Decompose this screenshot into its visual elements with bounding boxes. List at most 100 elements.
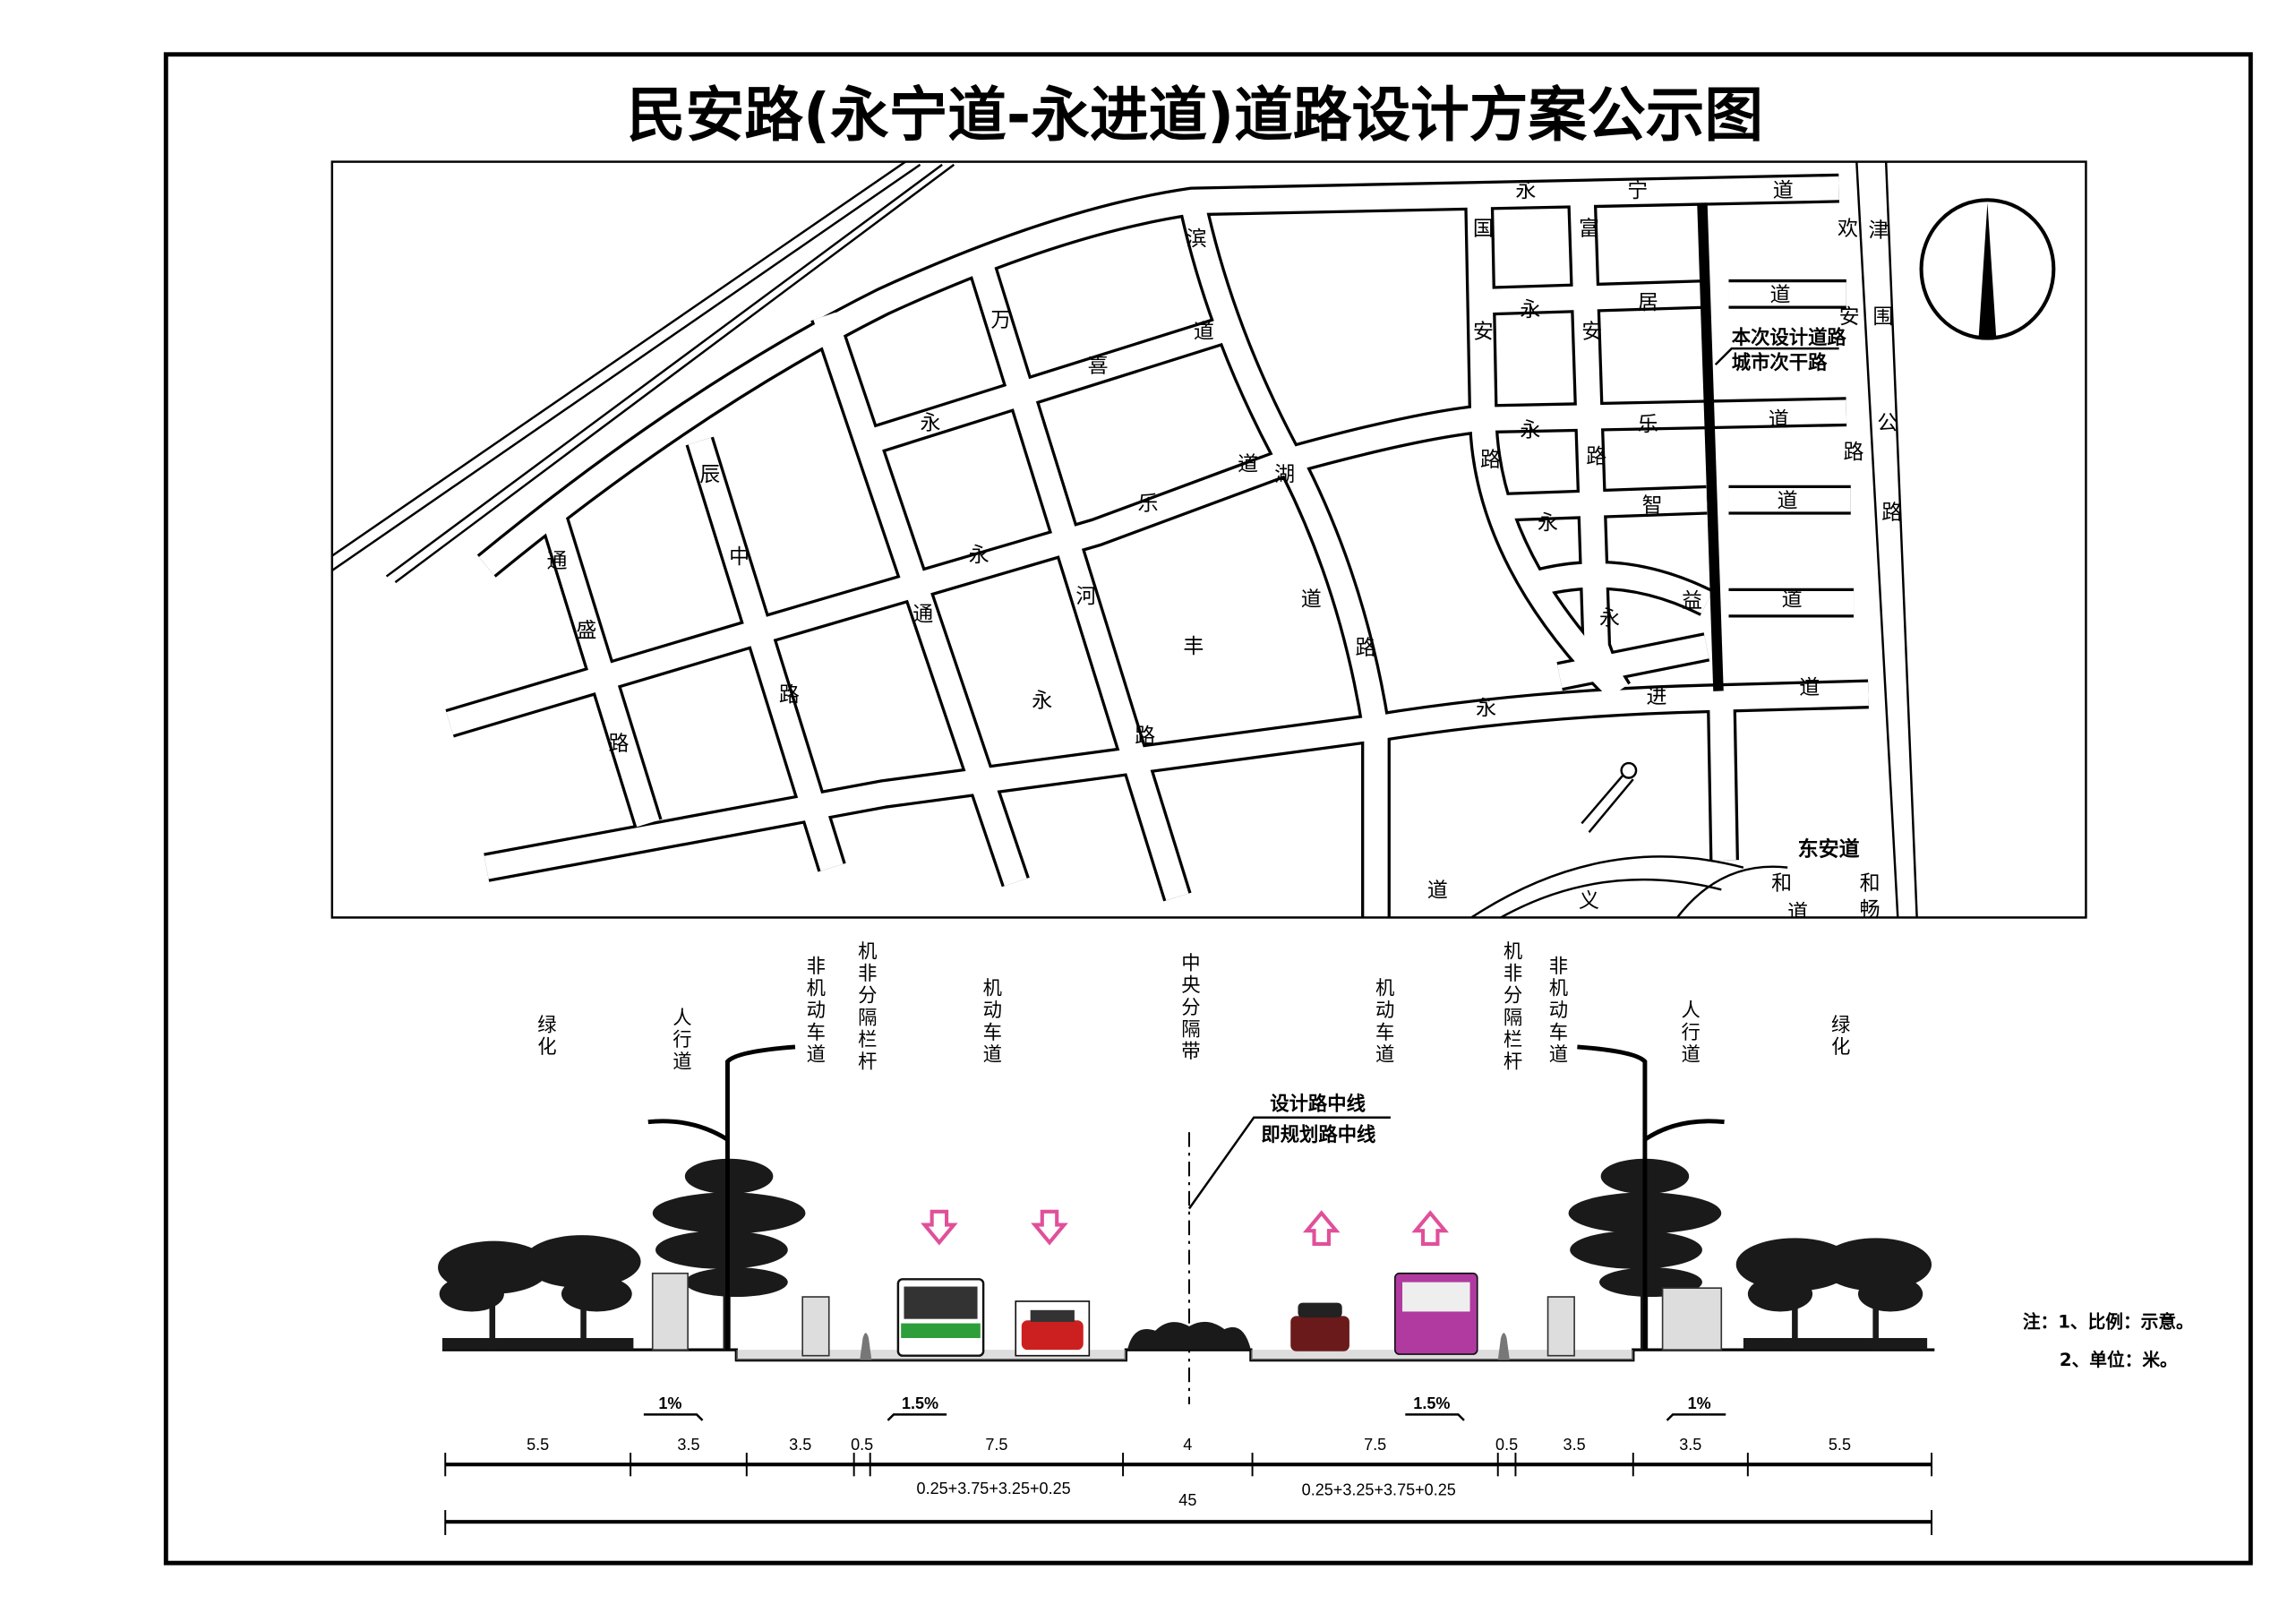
map-road-label: 义 (1579, 889, 1599, 913)
map-road-label: 永 (969, 544, 990, 567)
map-road-label: 通 (547, 550, 568, 573)
map-road-label: 丰 (1183, 635, 1204, 658)
map-road-label: 乐 (1138, 493, 1159, 516)
map-road-label: 津 (1868, 219, 1889, 242)
road (541, 510, 660, 828)
zone-label: 中央分隔带 (1178, 953, 1200, 1063)
cyclist-icon (1546, 1296, 1575, 1357)
map-road-label: 围 (1872, 305, 1893, 329)
map-road-label: 路 (1480, 448, 1501, 471)
map-road-label: 永 (1515, 179, 1536, 202)
zone-label: 机非分隔栏杆 (854, 940, 877, 1073)
slope-arrow-icon (643, 1413, 704, 1421)
road (857, 319, 1226, 456)
cross-slope-label: 1% (658, 1394, 681, 1412)
slope-arrow-icon (1666, 1413, 1726, 1421)
zone-label: 非机动车道 (1546, 956, 1568, 1066)
street-light-left (647, 1044, 796, 1351)
car-left (1015, 1300, 1091, 1357)
map-road-label: 盛 (576, 619, 596, 642)
map-road-label: 路 (1135, 725, 1155, 748)
callout-leader (1714, 347, 1839, 366)
map-road-label: 通 (912, 603, 933, 626)
map-road-label: 安 (1839, 305, 1860, 329)
slope-arrow-icon (887, 1413, 947, 1421)
map-road-label: 道 (1238, 452, 1258, 476)
pedestrian-icon (651, 1272, 689, 1351)
zone-label: 机非分隔栏杆 (1500, 940, 1522, 1073)
map-road-label: 智 (1642, 493, 1663, 517)
zone-label: 人行道 (1678, 1000, 1701, 1066)
cross-section: 绿化人行道非机动车道机非分隔栏杆机动车道中央分隔带机动车道机非分隔栏杆非机动车道… (438, 940, 1935, 1535)
cross-slope-label: 1.5% (902, 1394, 938, 1412)
map-road-label: 道 (1301, 588, 1322, 611)
map-road-label: 路 (1881, 502, 1902, 525)
traffic-direction-up-icon (1302, 1210, 1341, 1246)
map-road-label: 道 (1427, 879, 1448, 902)
traffic-direction-up-icon (1411, 1210, 1450, 1246)
map-road-label: 路 (608, 732, 629, 755)
segment-width-label: 7.5 (985, 1436, 1007, 1454)
map-road-label: 湖 (1274, 463, 1295, 486)
callout-road-class: 城市次干路 (1732, 351, 1828, 374)
map-road-label: 道 (1194, 321, 1214, 344)
road (484, 682, 1869, 879)
map-road-label: 永 (1520, 419, 1540, 442)
callout-design-road: 本次设计道路 (1732, 326, 1847, 349)
map-road-label: 欢 (1838, 218, 1858, 241)
map-road-label: 道 (1782, 588, 1803, 611)
map-road-label: 居 (1638, 291, 1658, 314)
bus-right (1393, 1272, 1478, 1355)
map-road-label: 永 (1476, 697, 1496, 720)
zone-label: 绿化 (1828, 1015, 1850, 1059)
pedestrian-icon (1661, 1287, 1723, 1351)
road (1467, 191, 1627, 699)
lane-breakdown-right: 0.25+3.25+3.75+0.25 (1302, 1481, 1456, 1499)
note-unit: 2、单位：米。 (2060, 1350, 2178, 1370)
map-road-label: 安 (1473, 321, 1494, 344)
lane-breakdown-left: 0.25+3.75+3.25+0.25 (917, 1480, 1071, 1497)
segment-width-label: 3.5 (789, 1436, 811, 1454)
road (1557, 635, 1709, 689)
road (478, 176, 1839, 576)
map-road-label: 益 (1682, 589, 1702, 613)
segment-width-label: 0.5 (851, 1436, 873, 1454)
street-light-right (1577, 1044, 1725, 1351)
centerline-label-1: 设计路中线 (1270, 1093, 1366, 1116)
segment-width-label: 4 (1183, 1436, 1192, 1454)
road (1527, 563, 1855, 615)
bus-left (896, 1278, 985, 1357)
road (967, 253, 1189, 901)
traffic-direction-down-icon (921, 1209, 958, 1246)
map-road-label: 乐 (1638, 413, 1658, 436)
road (446, 399, 1847, 735)
map-road-label: 路 (1355, 637, 1375, 660)
green-belt-trees-right (1735, 1238, 1932, 1351)
slope-arrow-icon (1405, 1413, 1465, 1421)
road-network (445, 173, 1869, 918)
map-road-label: 公 (1877, 411, 1898, 434)
map-road-label: 东安道 (1798, 837, 1860, 861)
map-road-label: 富 (1579, 218, 1599, 241)
separator-railing (1497, 1333, 1510, 1360)
map-road-label: 道 (1769, 284, 1790, 307)
road (1470, 282, 1846, 313)
car-right (1290, 1302, 1349, 1351)
map-road-label: 中 (729, 545, 750, 569)
map-road-label: 和 (1771, 871, 1792, 895)
map-road-label: 路 (1586, 445, 1606, 468)
map-road-label: 安 (1581, 321, 1602, 344)
sheet-frame (163, 52, 2253, 1566)
cross-slope-label: 1% (1688, 1394, 1711, 1412)
map-road-label: 永 (921, 411, 941, 434)
map-road-label: 道 (1787, 901, 1808, 924)
cross-slope-label: 1.5% (1413, 1394, 1450, 1412)
page-title: 民安路(永宁道-永进道)道路设计方案公示图 (627, 82, 1763, 150)
map-road-label: 永 (1520, 298, 1540, 322)
map-road-label: 永 (1032, 690, 1052, 713)
map-road-label: 道 (1778, 489, 1798, 512)
zone-label: 机动车道 (980, 978, 1002, 1067)
map-road-label: 宁 (1627, 179, 1648, 202)
design-road (1697, 202, 1724, 691)
